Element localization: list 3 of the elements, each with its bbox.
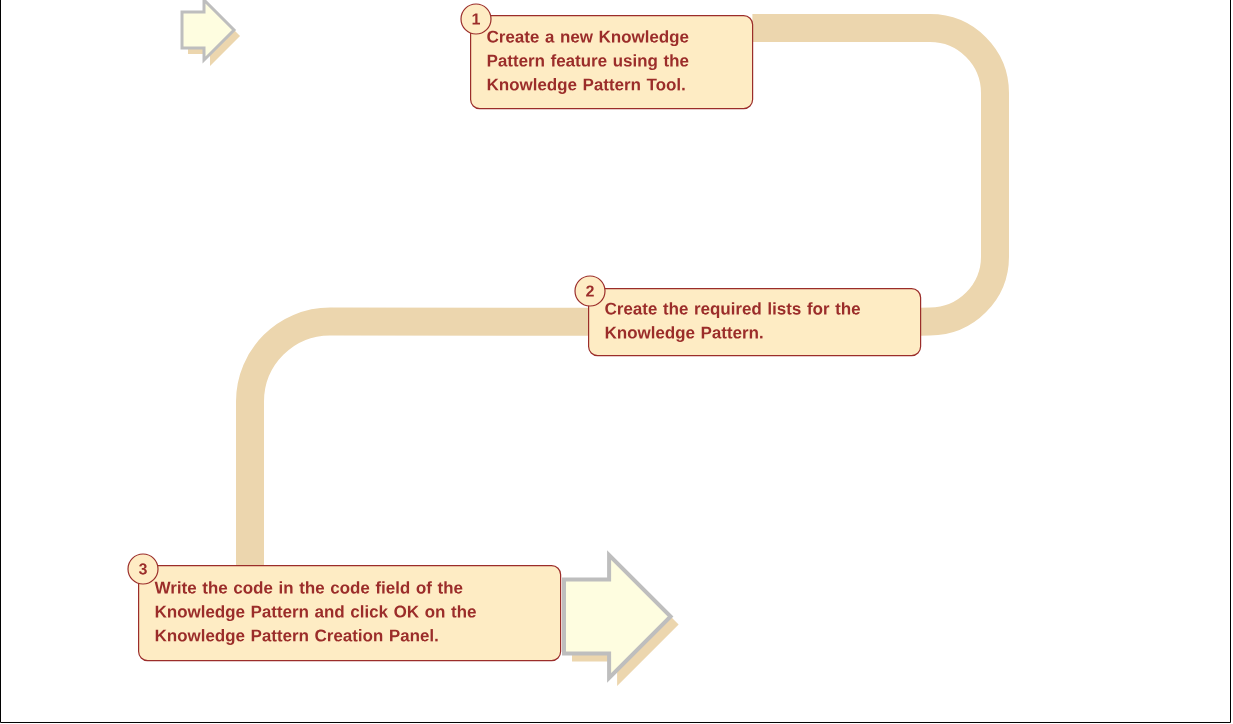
road-connector bbox=[236, 307, 589, 565]
road-connector bbox=[752, 14, 1009, 336]
step-number: 2 bbox=[574, 275, 606, 307]
